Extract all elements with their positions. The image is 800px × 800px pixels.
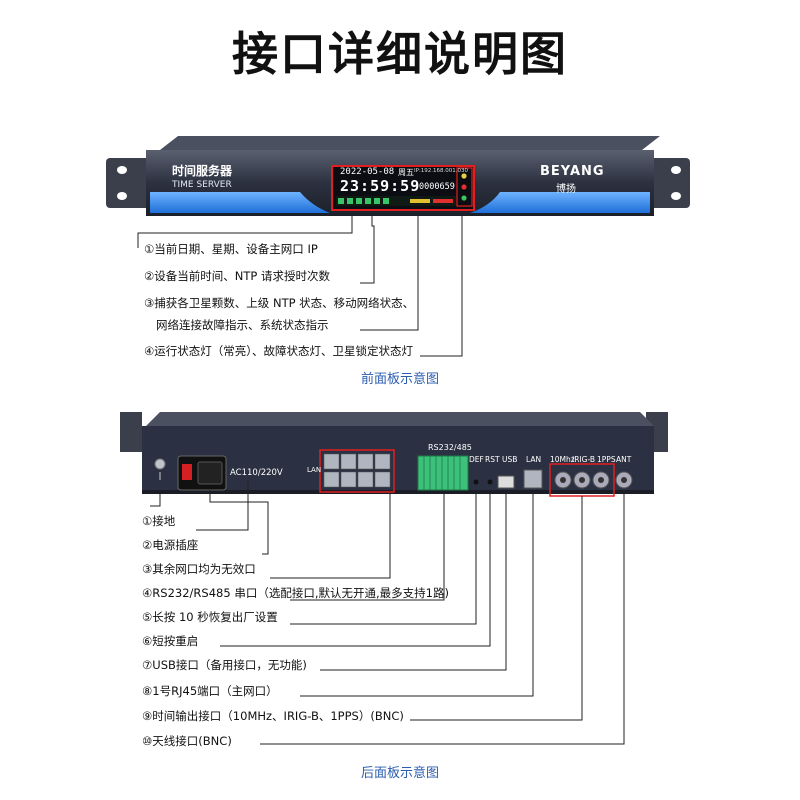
ground-screw-icon (154, 458, 166, 470)
back-label-3: ③其余网口均为无效口 (142, 562, 256, 576)
port-label-irigb: IRIG-B (572, 455, 596, 464)
front-led-lock (461, 195, 467, 201)
front-blue-stripe-right (470, 192, 650, 213)
front-display-status-row (336, 196, 456, 206)
back-label-2: ②电源插座 (142, 538, 199, 552)
lan-ports (323, 453, 391, 488)
front-caption: 前面板示意图 (360, 372, 439, 387)
front-device-name-en: TIME SERVER (172, 180, 232, 190)
back-leader-lines (150, 480, 625, 745)
port-label-usb: USB (502, 455, 518, 464)
back-label-8: ⑧1号RJ45端口（主网口） (142, 684, 278, 698)
lan-group-label: LAN (307, 466, 322, 474)
power-label: AC110/220V (230, 468, 283, 478)
back-label-10: ⑩天线接口(BNC) (142, 734, 232, 748)
port-label-ant: ANT (616, 455, 632, 464)
page-title: 接口详细说明图 (232, 27, 568, 81)
usb-port (497, 475, 515, 489)
back-label-7: ⑦USB接口（备用接口，无功能) (142, 658, 307, 672)
front-blue-stripe-left (150, 192, 330, 213)
port-label-10mhz: 10Mhz (550, 455, 575, 464)
front-device-name-cn: 时间服务器 (172, 164, 233, 178)
port-label-lan: LAN (526, 455, 542, 464)
def-button (473, 479, 479, 485)
front-led-box (456, 167, 473, 207)
lan-group-box (319, 449, 395, 493)
front-display-date: 2022-05-08 (340, 167, 395, 177)
front-label-2: ②设备当前时间、NTP 请求授时次数 (144, 269, 331, 283)
serial-terminal (417, 455, 469, 491)
back-label-9: ⑨时间输出接口（10MHz、IRIG-B、1PPS）(BNC) (142, 709, 404, 723)
front-display-week: 周五 (398, 168, 414, 177)
bnc-connectors (554, 471, 610, 489)
back-label-1: ①接地 (142, 514, 176, 528)
front-brand-cn: 博扬 (556, 184, 576, 195)
back-caption: 后面板示意图 (360, 766, 439, 781)
front-led-fault (461, 184, 467, 190)
front-display-time: 23:59:59 (340, 177, 421, 195)
back-top-lid (146, 412, 654, 426)
port-label-1pps: 1PPS (597, 455, 616, 464)
front-status-icons (338, 198, 453, 204)
front-label-1: ①当前日期、星期、设备主网口 IP (144, 242, 318, 256)
back-label-5: ⑤长按 10 秒恢复出厂设置 (142, 610, 278, 624)
front-display-count: 0000659 (419, 182, 455, 192)
port-label-def: DEF (469, 455, 484, 464)
front-label-3b: 网络连接故障指示、系统状态指示 (156, 318, 329, 332)
main-lan-port (523, 469, 543, 489)
front-display-ip: IP:192.168.001.030 (414, 168, 469, 174)
back-label-4: ④RS232/RS485 串口（选配接口,默认无开通,最多支持1路) (142, 586, 449, 600)
rst-button (487, 479, 493, 485)
back-rack-ear-left (120, 412, 142, 452)
front-label-4: ④运行状态灯（常亮）、故障状态灯、卫星锁定状态灯 (144, 344, 414, 358)
front-top-lid (160, 136, 660, 150)
power-switch (182, 464, 192, 480)
front-label-3: ③捕获各卫星颗数、上级 NTP 状态、移动网络状态、 (144, 296, 415, 310)
back-label-6: ⑥短按重启 (142, 634, 199, 648)
front-leader-lines (137, 216, 463, 357)
serial-label: RS232/485 (428, 443, 472, 452)
port-label-rst: RST (485, 455, 500, 464)
front-led-run (461, 173, 467, 179)
front-brand: BEYANG (540, 164, 605, 179)
